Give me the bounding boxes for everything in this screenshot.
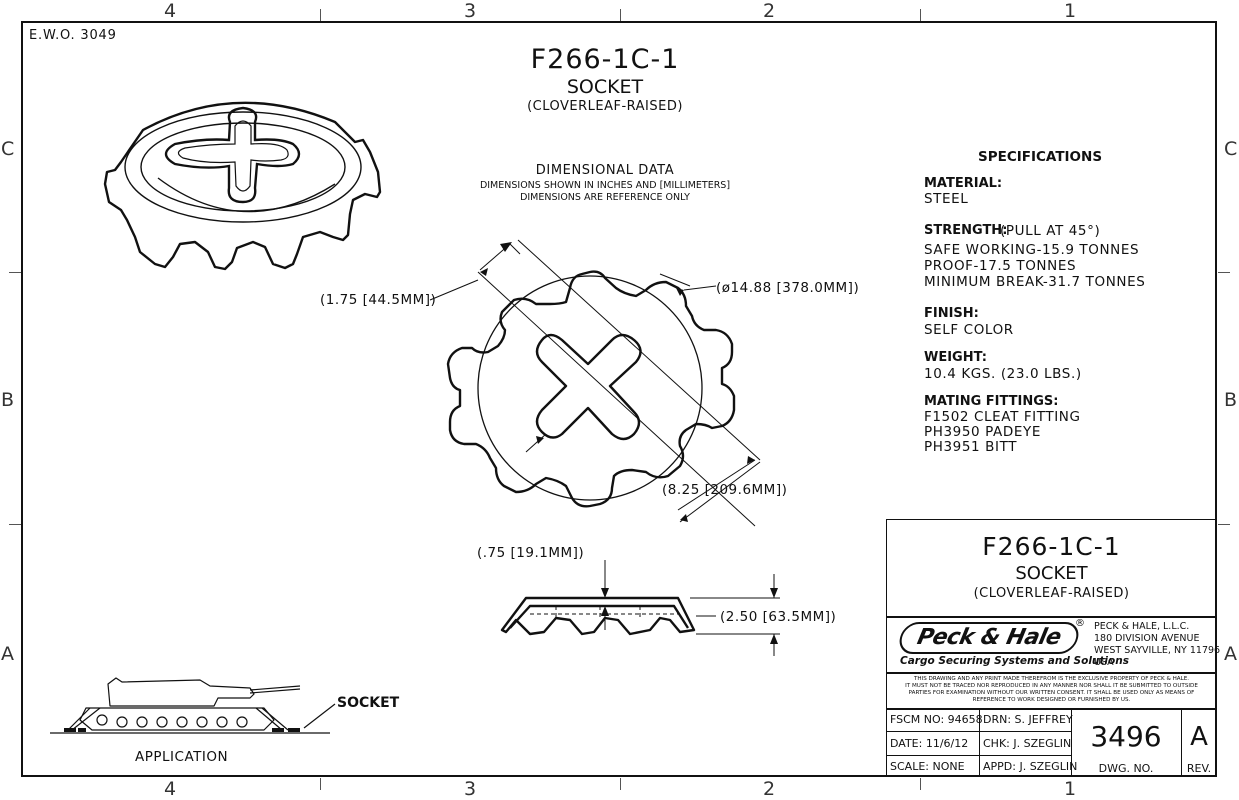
- title-block-part-number: F266-1C-1: [982, 532, 1121, 561]
- zone-left-a: A: [1, 643, 14, 665]
- dimension-thickness: (.75 [19.1MM]): [477, 545, 585, 561]
- grid-line: [886, 755, 1072, 757]
- zone-top-4: 4: [164, 0, 177, 22]
- ewo-number: E.W.O. 3049: [29, 28, 117, 43]
- grid-line: [979, 708, 981, 777]
- zone-left-b: B: [1, 389, 15, 411]
- title-block-divider: [886, 708, 1217, 710]
- dimension-slot-width: (1.75 [44.5MM]): [320, 292, 437, 308]
- logo-wordmark: Peck & Hale: [915, 625, 1064, 650]
- zone-tick: [320, 778, 321, 790]
- zone-tick: [9, 524, 21, 525]
- zone-bottom-2: 2: [763, 778, 776, 800]
- specifications-title: SPECIFICATIONS: [978, 149, 1103, 165]
- zone-top-2: 2: [763, 0, 776, 22]
- company-address-line3: WEST SAYVILLE, NY 11796: [1094, 645, 1221, 656]
- header-variant: (CLOVERLEAF-RAISED): [527, 99, 683, 114]
- dimension-height: (2.50 [63.5MM]): [720, 609, 837, 625]
- peck-hale-logo: Peck & Hale: [896, 622, 1082, 654]
- spec-strength-break: MINIMUM BREAK-31.7 TONNES: [924, 274, 1146, 290]
- notice-line1: THIS DRAWING AND ANY PRINT MADE THEREFRO…: [913, 676, 1190, 682]
- zone-left-c: C: [1, 138, 15, 160]
- tank-application-illustration: [50, 677, 336, 734]
- spec-mating-cleat: F1502 CLEAT FITTING: [924, 409, 1081, 425]
- approved-by: APPD: J. SZEGLIN: [983, 760, 1078, 773]
- zone-bottom-4: 4: [164, 778, 177, 800]
- company-address-line2: 180 DIVISION AVENUE: [1094, 633, 1200, 644]
- zone-tick: [1218, 272, 1230, 273]
- application-label: APPLICATION: [135, 749, 229, 765]
- title-block-divider: [886, 672, 1217, 674]
- zone-right-a: A: [1224, 643, 1237, 665]
- zone-right-c: C: [1224, 138, 1238, 160]
- spec-finish-label: FINISH:: [924, 306, 979, 321]
- drawing-date: DATE: 11/6/12: [890, 737, 969, 750]
- dimensional-data-line1: DIMENSIONS SHOWN IN INCHES AND [MILLIMET…: [479, 180, 731, 191]
- fscm-number: FSCM NO: 94658: [890, 713, 983, 726]
- spec-finish-value: SELF COLOR: [924, 322, 1014, 338]
- zone-bottom-3: 3: [464, 778, 477, 800]
- zone-tick: [920, 778, 921, 790]
- dimension-diameter: (ø14.88 [378.0MM]): [716, 280, 860, 296]
- application-socket-callout: SOCKET: [337, 695, 400, 711]
- zone-top-3: 3: [464, 0, 477, 22]
- socket-side-view: [500, 560, 780, 656]
- header-part-number: F266-1C-1: [530, 44, 680, 75]
- drawing-scale: SCALE: NONE: [890, 760, 965, 773]
- dimension-inner: (8.25 [209.6MM]): [662, 482, 788, 498]
- company-address-line4: USA: [1094, 657, 1114, 668]
- title-block-part-name: SOCKET: [1015, 563, 1088, 584]
- title-block: [886, 519, 1217, 777]
- dimensional-data-line2: DIMENSIONS ARE REFERENCE ONLY: [520, 192, 690, 203]
- zone-bottom-1: 1: [1064, 778, 1077, 800]
- grid-line: [1071, 708, 1073, 777]
- notice-line3: PARTIES FOR EXAMINATION WITHOUT OUR WRIT…: [908, 690, 1195, 696]
- registered-mark: ®: [1075, 618, 1085, 629]
- zone-tick: [9, 272, 21, 273]
- zone-top-1: 1: [1064, 0, 1077, 22]
- zone-tick: [620, 778, 621, 790]
- notice-line2: IT MUST NOT BE TRACED NOR REPRODUCED IN …: [905, 683, 1198, 689]
- spec-weight-value: 10.4 KGS. (23.0 LBS.): [924, 366, 1082, 382]
- checked-by: CHK: J. SZEGLIN: [983, 737, 1072, 750]
- spec-mating-label: MATING FITTINGS:: [924, 394, 1059, 409]
- revision-letter: A: [1190, 722, 1208, 752]
- notice-line4: REFERENCE TO WORK DESIGNED OR FURNISHED …: [972, 697, 1131, 703]
- socket-isometric-view: [103, 101, 382, 271]
- revision-label: REV.: [1186, 762, 1212, 775]
- header-part-name: SOCKET: [566, 76, 644, 98]
- zone-right-b: B: [1224, 389, 1238, 411]
- spec-material-label: MATERIAL:: [924, 176, 1003, 191]
- company-address-line1: PECK & HALE, L.L.C.: [1094, 621, 1190, 632]
- zone-tick: [620, 9, 621, 21]
- grid-line: [1181, 708, 1183, 777]
- zone-tick: [1218, 524, 1230, 525]
- drawn-by: DRN: S. JEFFREY: [983, 713, 1073, 726]
- drawing-number: 3496: [1090, 720, 1162, 753]
- spec-mating-padeye: PH3950 PADEYE: [924, 424, 1041, 440]
- zone-tick: [920, 9, 921, 21]
- drawing-frame: [21, 21, 1217, 777]
- spec-weight-label: WEIGHT:: [924, 350, 987, 365]
- spec-strength-note: (PULL AT 45°): [1000, 223, 1101, 239]
- title-block-variant: (CLOVERLEAF-RAISED): [973, 586, 1130, 601]
- spec-strength-label: STRENGTH:: [924, 223, 1008, 238]
- logo-tagline: Cargo Securing Systems and Solutions: [900, 655, 1129, 667]
- spec-strength-safe: SAFE WORKING-15.9 TONNES: [924, 242, 1140, 258]
- drawing-number-label: DWG. NO.: [1098, 762, 1154, 775]
- spec-mating-bitt: PH3951 BITT: [924, 439, 1018, 455]
- dimensional-data-title: DIMENSIONAL DATA: [535, 163, 675, 178]
- grid-line: [886, 731, 1072, 733]
- socket-top-view: [429, 239, 761, 527]
- spec-material-value: STEEL: [924, 191, 969, 207]
- title-block-divider: [886, 616, 1217, 618]
- spec-strength-proof: PROOF-17.5 TONNES: [924, 258, 1077, 274]
- zone-tick: [320, 9, 321, 21]
